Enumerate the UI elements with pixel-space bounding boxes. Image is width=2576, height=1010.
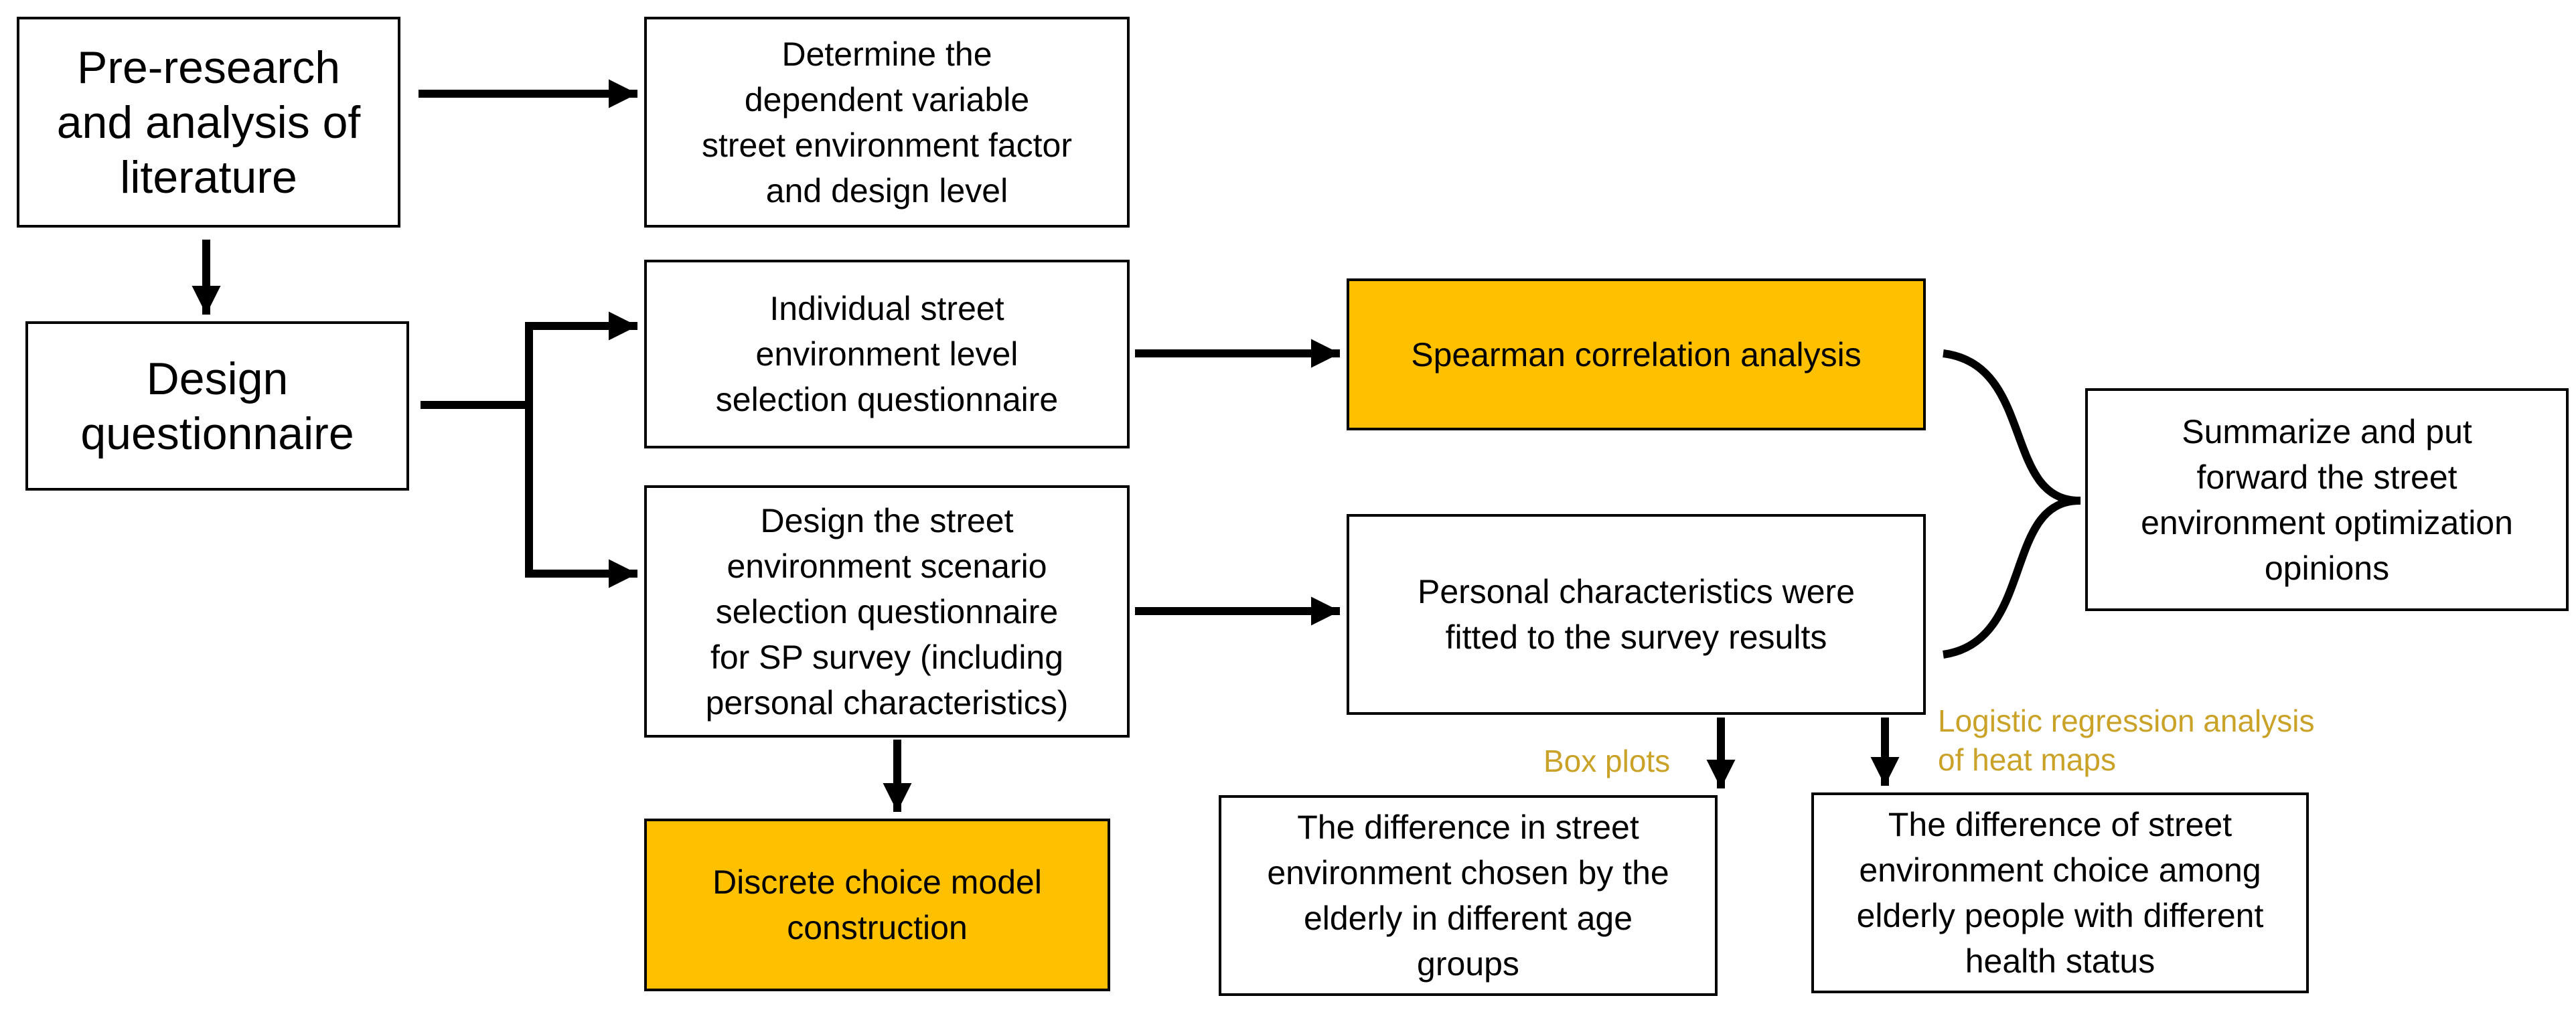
node-summarize-label: Summarize and put forward the street env… (2141, 412, 2513, 587)
node-determine-variable-label: Determine the dependent variable street … (701, 35, 1073, 209)
node-pre-research: Pre-research and analysis of literature (17, 17, 400, 228)
note-logistic-regression: Logistic regression analysis of heat map… (1938, 703, 2315, 777)
node-diff-health-label: The difference of street environment cho… (1856, 806, 2264, 980)
node-diff-health: The difference of street environment cho… (1811, 792, 2309, 993)
node-design-questionnaire: Design questionnaire (25, 321, 409, 491)
node-summarize: Summarize and put forward the street env… (2085, 388, 2569, 611)
node-personal-characteristics-label: Personal characteristics were fitted to … (1417, 573, 1855, 656)
node-design-sp: Design the street environment scenario s… (644, 485, 1130, 738)
brace-to-summarize (1943, 349, 2081, 659)
node-spearman-label: Spearman correlation analysis (1411, 335, 1862, 373)
node-diff-age: The difference in street environment cho… (1219, 795, 1718, 996)
node-individual-questionnaire-label: Individual street environment level sele… (715, 290, 1059, 418)
node-design-sp-label: Design the street environment scenario s… (705, 501, 1069, 722)
node-personal-characteristics: Personal characteristics were fitted to … (1347, 514, 1926, 715)
node-diff-age-label: The difference in street environment cho… (1267, 809, 1669, 983)
node-individual-questionnaire: Individual street environment level sele… (644, 260, 1130, 448)
node-determine-variable: Determine the dependent variable street … (644, 17, 1130, 228)
node-discrete-choice-label: Discrete choice model construction (712, 863, 1042, 946)
node-design-questionnaire-label: Design questionnaire (80, 353, 354, 459)
note-box-plots: Box plots (1543, 744, 1671, 778)
node-discrete-choice: Discrete choice model construction (644, 819, 1110, 991)
node-pre-research-label: Pre-research and analysis of literature (56, 41, 361, 203)
node-spearman: Spearman correlation analysis (1347, 278, 1926, 430)
